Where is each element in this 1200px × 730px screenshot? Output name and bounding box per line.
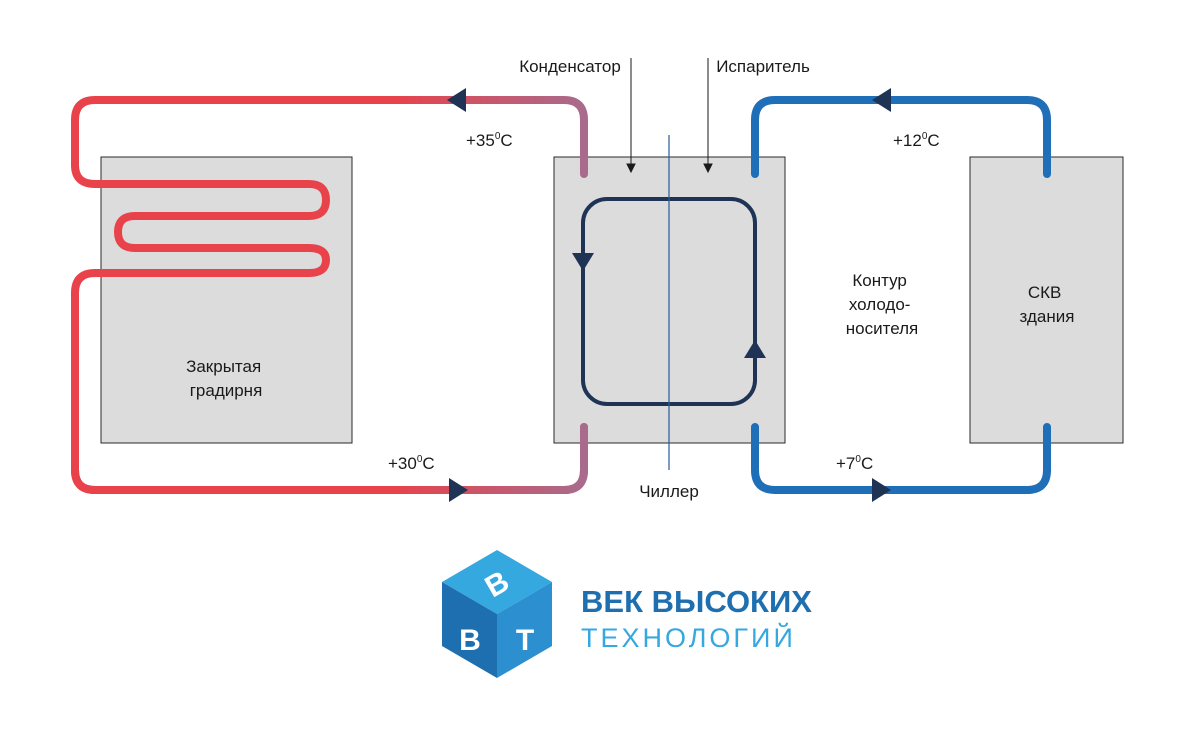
temp-cold-return: +120С bbox=[893, 131, 940, 150]
condenser-label: Конденсатор bbox=[519, 57, 621, 76]
chiller-label: Чиллер bbox=[639, 482, 699, 501]
temp-hot-supply-unit: С bbox=[422, 454, 434, 473]
evaporator-label: Испаритель bbox=[716, 57, 810, 76]
logo-cube-right bbox=[497, 582, 552, 678]
temp-hot-supply-value: +30 bbox=[388, 454, 417, 473]
arrow-hot-bottom-icon bbox=[449, 478, 468, 502]
coolant-loop-line1: Контур bbox=[852, 271, 907, 290]
hvac-label: СКВ здания bbox=[1020, 283, 1075, 326]
hvac-box bbox=[969, 156, 1124, 444]
cold-water-loop bbox=[751, 96, 1051, 494]
logo-letter-left: В bbox=[459, 624, 481, 657]
brand-logo: В В Т bbox=[442, 550, 552, 678]
temp-cold-supply: +70С bbox=[836, 454, 873, 473]
brand-line1: ВЕК ВЫСОКИХ bbox=[581, 584, 812, 619]
temp-hot-return-degree: 0 bbox=[495, 131, 501, 142]
temp-hot-return: +350С bbox=[466, 131, 513, 150]
logo-letter-right: Т bbox=[516, 624, 534, 657]
cold-pipe-top bbox=[751, 96, 1051, 178]
temp-cold-supply-unit: С bbox=[861, 454, 873, 473]
temp-hot-supply: +300С bbox=[388, 454, 435, 473]
temp-cold-return-unit: С bbox=[927, 131, 939, 150]
temp-cold-supply-degree: 0 bbox=[855, 454, 861, 465]
arrow-hot-top-icon bbox=[447, 88, 466, 112]
hvac-line2: здания bbox=[1020, 307, 1075, 326]
cooling-tower-box bbox=[100, 156, 353, 444]
cooling-tower-label: Закрытая градирня bbox=[186, 357, 266, 400]
temp-cold-return-degree: 0 bbox=[922, 131, 928, 142]
cold-pipe-bottom bbox=[751, 423, 1051, 494]
brand-line2: ТЕХНОЛОГИЙ bbox=[581, 622, 796, 653]
coolant-loop-line3: носителя bbox=[846, 319, 918, 338]
cooling-tower-line1: Закрытая bbox=[186, 357, 261, 376]
cooling-tower-line2: градирня bbox=[190, 381, 263, 400]
arrow-cold-top-icon bbox=[872, 88, 891, 112]
logo-cube-left bbox=[442, 582, 497, 678]
temp-hot-return-value: +35 bbox=[466, 131, 495, 150]
arrow-refrigerant-up-icon bbox=[744, 340, 766, 358]
temp-cold-supply-value: +7 bbox=[836, 454, 855, 473]
temp-cold-return-value: +12 bbox=[893, 131, 922, 150]
arrow-refrigerant-down-icon bbox=[572, 253, 594, 271]
coolant-loop-line2: холодо- bbox=[849, 295, 911, 314]
coolant-loop-label: Контур холодо- носителя bbox=[846, 271, 918, 338]
hvac-line1: СКВ bbox=[1028, 283, 1062, 302]
pointer-lines bbox=[626, 58, 713, 174]
arrow-cold-bottom-icon bbox=[872, 478, 891, 502]
temp-hot-supply-degree: 0 bbox=[417, 454, 423, 465]
temp-hot-return-unit: С bbox=[500, 131, 512, 150]
hot-pipe-overlay-bottom bbox=[71, 423, 588, 494]
